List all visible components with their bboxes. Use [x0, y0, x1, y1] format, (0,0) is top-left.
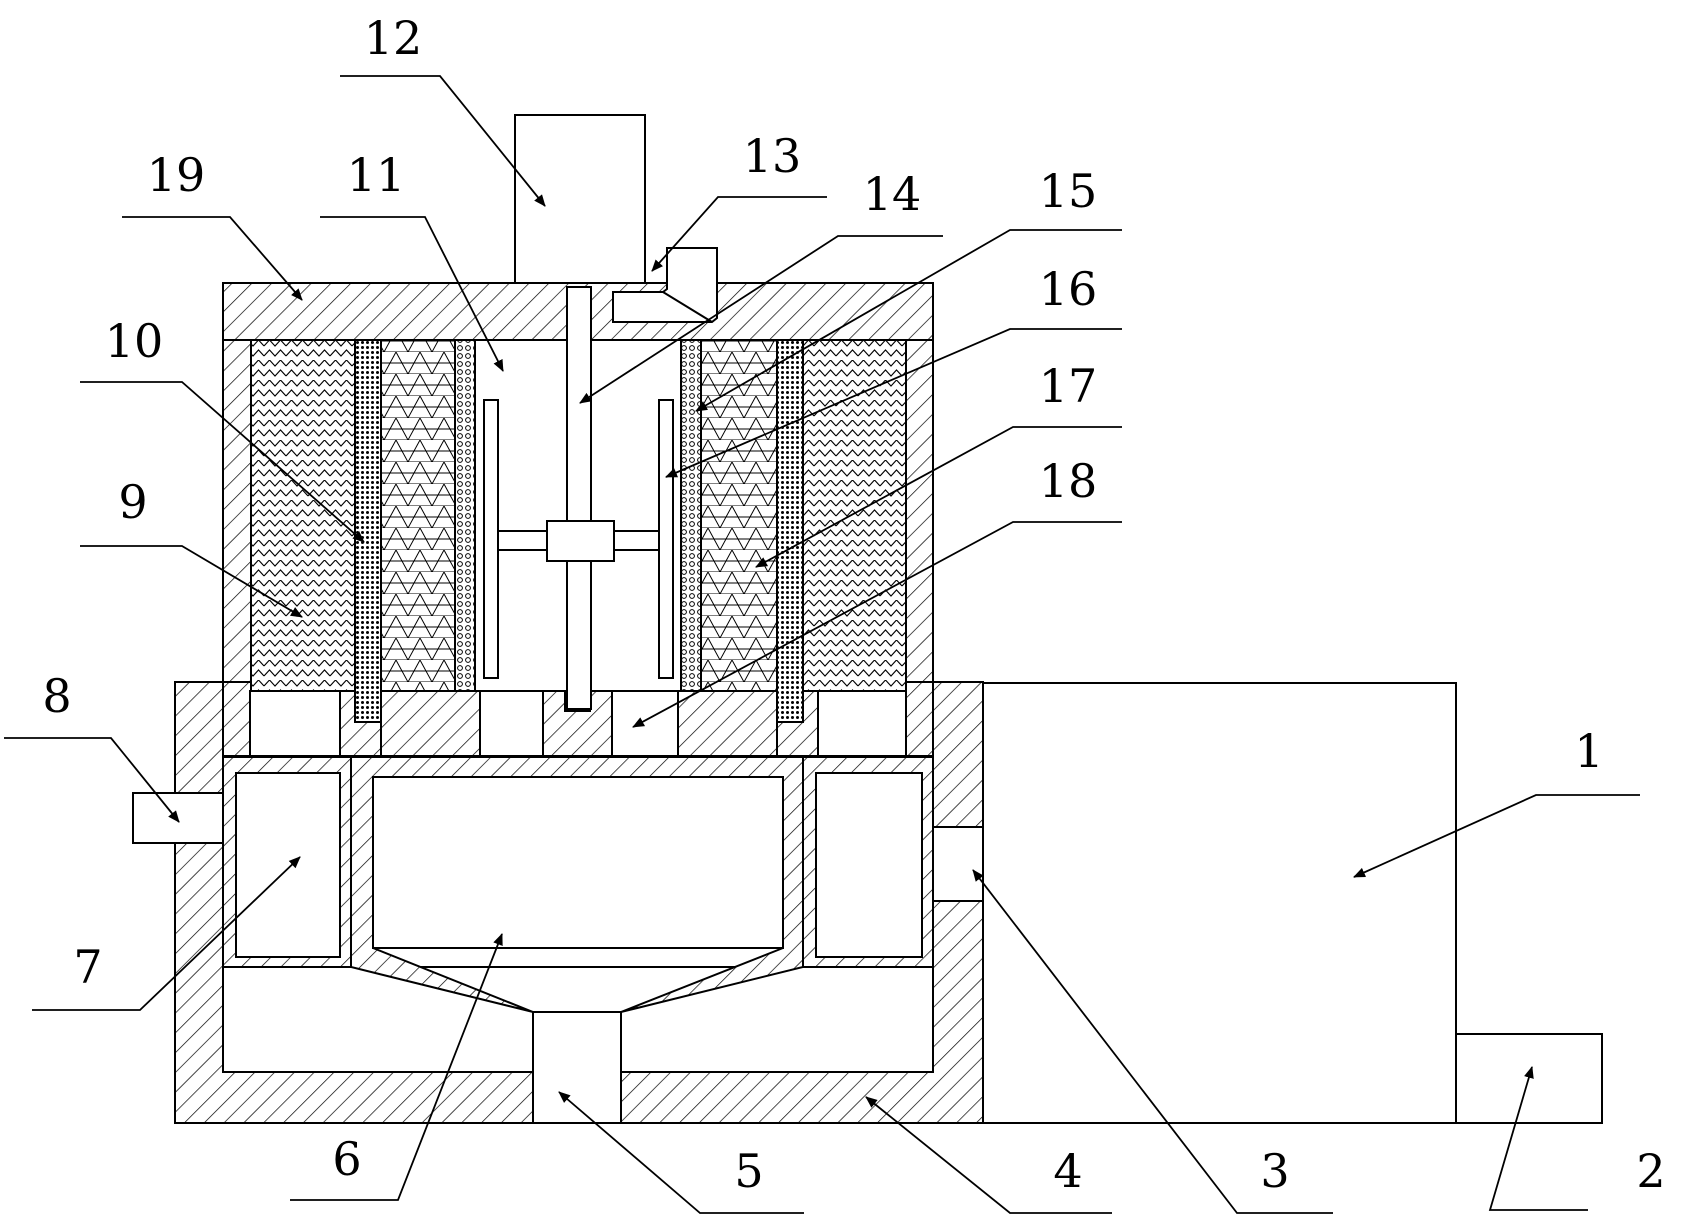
- right-filter-box: [815, 772, 923, 958]
- stirring-shaft: [566, 286, 592, 710]
- motor: [514, 114, 646, 284]
- left-blade: [483, 399, 499, 679]
- funnel-box: [372, 776, 784, 949]
- right-screen: [680, 329, 702, 716]
- label-5: 5: [734, 1144, 763, 1198]
- label-1: 1: [1574, 724, 1603, 778]
- reference-numerals: 1 2 3 4 5 6 7 8 9 10 11 12 13 14 15 16 1…: [42, 11, 1665, 1198]
- chamber-base-left: [380, 690, 481, 757]
- label-16: 16: [1039, 262, 1098, 316]
- label-12: 12: [364, 11, 423, 65]
- left-insulation: [250, 335, 356, 692]
- chamber-base-right: [677, 690, 778, 757]
- label-17: 17: [1039, 359, 1098, 413]
- plate-slot-right: [817, 690, 907, 757]
- water-tank: [982, 682, 1457, 1124]
- blade-arm-right: [613, 530, 660, 551]
- leader-lines: [4, 75, 1640, 1214]
- right-filter-media: [700, 335, 778, 692]
- right-blade: [658, 399, 674, 679]
- label-3: 3: [1260, 1144, 1289, 1198]
- plate-slot-left: [249, 690, 341, 757]
- label-19: 19: [147, 148, 206, 202]
- label-11: 11: [347, 148, 406, 202]
- label-15: 15: [1039, 164, 1098, 218]
- right-heating-layer: [776, 315, 804, 723]
- label-14: 14: [863, 167, 922, 221]
- left-heating-layer: [354, 315, 382, 723]
- hub: [546, 520, 615, 562]
- label-2: 2: [1636, 1144, 1665, 1198]
- label-9: 9: [118, 475, 147, 529]
- plate-slot-center-right: [611, 690, 679, 757]
- label-10: 10: [105, 314, 164, 368]
- plate-slot-center-left: [479, 690, 544, 757]
- inlet-pipe: [132, 792, 232, 844]
- left-filter-media: [380, 335, 456, 692]
- label-7: 7: [73, 940, 102, 994]
- label-18: 18: [1039, 454, 1098, 508]
- left-screen: [454, 329, 476, 716]
- label-6: 6: [332, 1132, 361, 1186]
- label-8: 8: [42, 669, 71, 723]
- feed-hopper: [612, 247, 718, 323]
- label-13: 13: [743, 129, 802, 183]
- left-filter-box: [235, 772, 341, 958]
- label-4: 4: [1053, 1144, 1082, 1198]
- blade-arm-left: [497, 530, 548, 551]
